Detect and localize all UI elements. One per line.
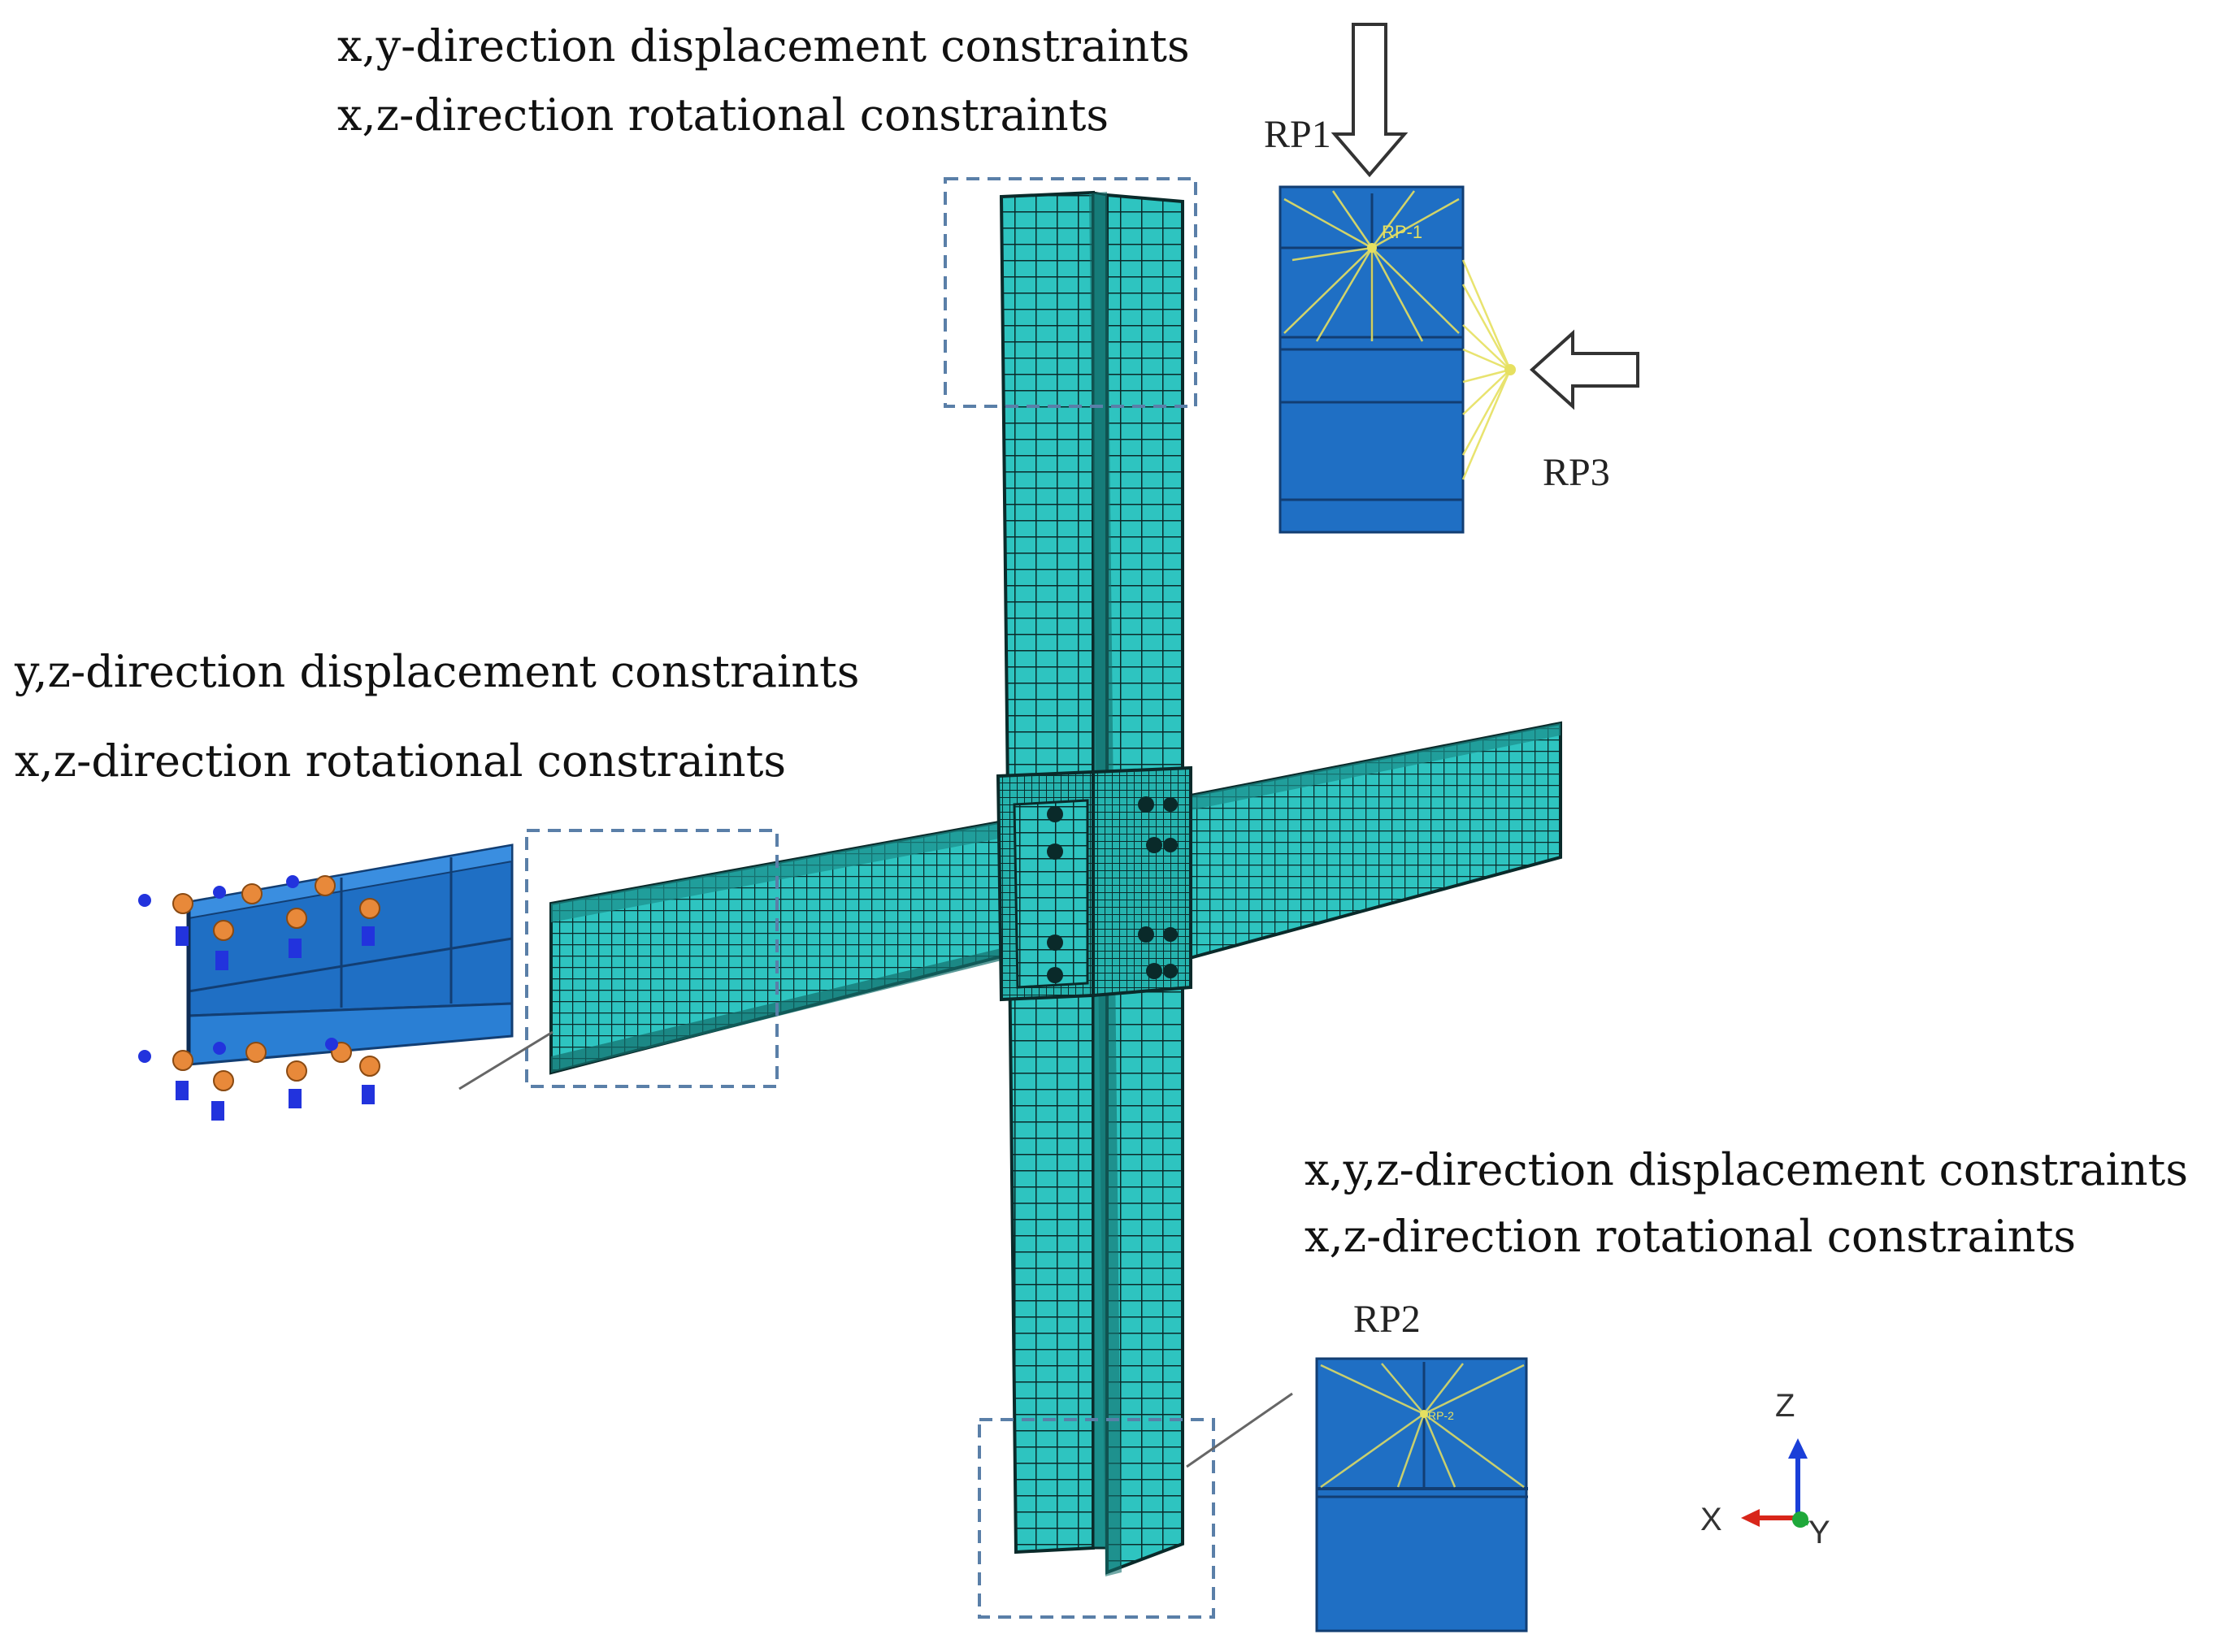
left-inset — [186, 843, 514, 1066]
rp3-load-arrow — [1530, 329, 1639, 410]
boundary-condition-symbols — [138, 875, 380, 1121]
left-leader-line — [458, 1030, 554, 1090]
top-label-line2: x,z-direction rotational constraints — [337, 89, 1109, 141]
z-axis-label: Z — [1775, 1388, 1795, 1424]
left-beam-mesh — [549, 818, 1009, 1075]
rp2-point — [1420, 1410, 1428, 1418]
bolt-heads — [1047, 796, 1178, 983]
bottom-inset — [1315, 1357, 1528, 1632]
rp1-label: RP1 — [1264, 113, 1331, 156]
rp3-label: RP3 — [1543, 451, 1610, 494]
leader-lines — [458, 1030, 1293, 1468]
left-label-line1: y,z-direction displacement constraints — [15, 646, 860, 697]
dashed-boxes — [525, 177, 1215, 1619]
rp1-load-arrow — [1331, 23, 1409, 178]
rp2-tag: RP-2 — [1428, 1409, 1454, 1422]
joint-panel — [996, 765, 1192, 1002]
top-inset — [1278, 185, 1516, 534]
coordinate-triad — [1741, 1438, 1810, 1528]
bottom-dashed-box — [978, 1418, 1215, 1619]
bottom-label-line2: x,z-direction rotational constraints — [1305, 1211, 2077, 1262]
rp2-label: RP2 — [1353, 1298, 1421, 1341]
right-beam-mesh — [1185, 721, 1562, 961]
top-dashed-box — [944, 177, 1197, 408]
rp1-coupling-lines — [1283, 190, 1460, 342]
left-label-line2: x,z-direction rotational constraints — [15, 735, 787, 787]
rp3-coupling-lines — [1461, 259, 1512, 480]
rp3-point — [1504, 364, 1516, 375]
y-axis-label: Y — [1808, 1515, 1830, 1550]
rp1-point — [1367, 243, 1377, 253]
x-axis-label: X — [1700, 1502, 1722, 1537]
rp1-tag: RP-1 — [1382, 222, 1423, 242]
top-label-line1: x,y-direction displacement constraints — [337, 20, 1190, 72]
bottom-label-line1: x,y,z-direction displacement constraints — [1305, 1144, 2189, 1195]
bottom-leader-line — [1186, 1392, 1293, 1468]
rp2-coupling-lines — [1320, 1363, 1525, 1489]
